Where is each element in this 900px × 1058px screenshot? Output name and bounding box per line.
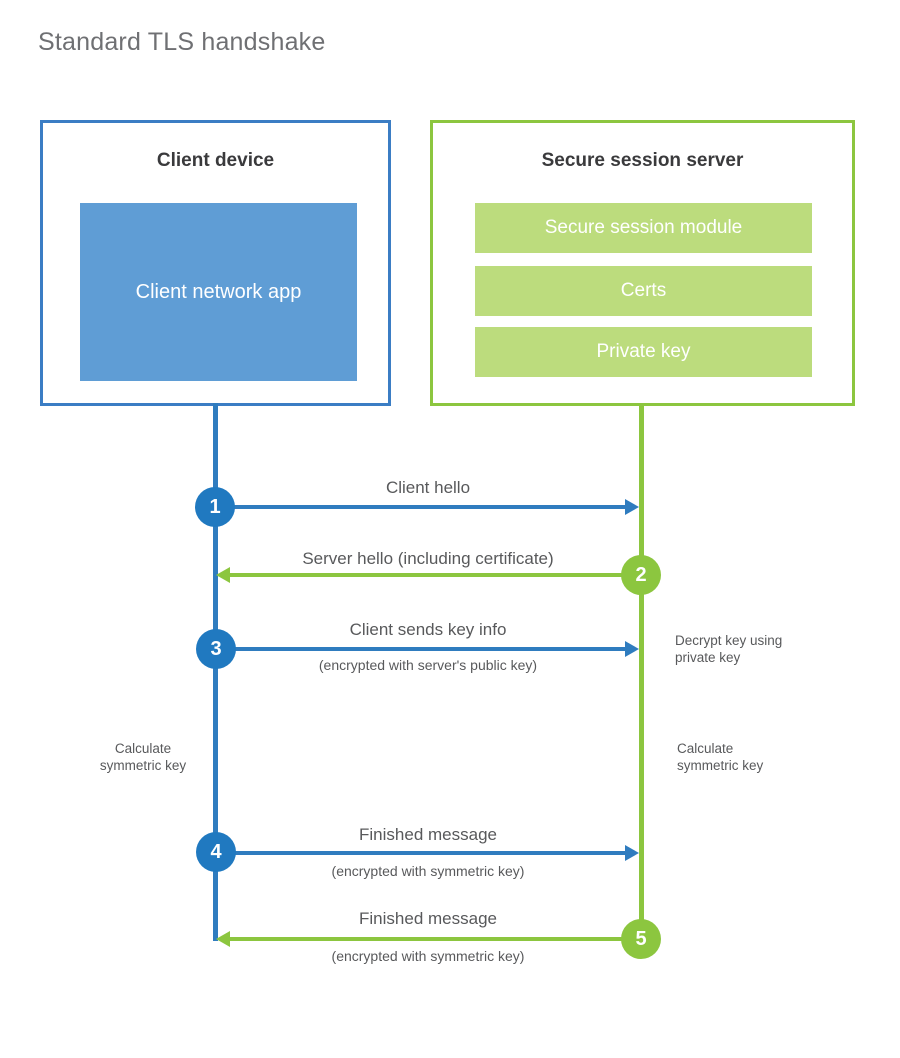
step-3-sublabel: (encrypted with server's public key) xyxy=(318,657,538,673)
step-4-arrow xyxy=(216,845,639,861)
step-2-arrow-shaft xyxy=(229,573,641,577)
step-4-badge: 4 xyxy=(196,832,236,872)
step-1-badge: 1 xyxy=(195,487,235,527)
step-5-arrow-shaft xyxy=(229,937,641,941)
step-2-label: Server hello (including certificate) xyxy=(302,549,554,568)
step-4-sublabel: (encrypted with symmetric key) xyxy=(331,863,525,879)
step-3-badge: 3 xyxy=(196,629,236,669)
step-3-arrow-head xyxy=(625,641,639,657)
step-1-arrow xyxy=(216,499,639,515)
step-1-arrow-shaft xyxy=(216,505,626,509)
step-1-arrow-head xyxy=(625,499,639,515)
step-2-badge: 2 xyxy=(621,555,661,595)
step-1-label: Client hello xyxy=(385,478,471,497)
step-2-arrow-head xyxy=(216,567,230,583)
step-4-arrow-head xyxy=(625,845,639,861)
client-device-title: Client device xyxy=(156,150,275,171)
step-5-sublabel: (encrypted with symmetric key) xyxy=(331,948,525,964)
step-5-arrow xyxy=(216,931,641,947)
step-2-arrow xyxy=(216,567,641,583)
secure-session-server-title: Secure session server xyxy=(541,150,744,171)
step-3-arrow xyxy=(216,641,639,657)
server-lifeline xyxy=(639,403,644,941)
step-5-badge: 5 xyxy=(621,919,661,959)
note-client-calculate-symmetric-key: Calculate symmetric key xyxy=(99,741,187,773)
secure-session-server-box: Secure session server Secure session mod… xyxy=(430,120,855,406)
server-block-private-key: Private key xyxy=(475,327,812,377)
client-network-app-block: Client network app xyxy=(80,203,357,381)
note-server-calculate-symmetric-key: Calculate symmetric key xyxy=(677,741,764,773)
step-5-label: Finished message xyxy=(359,909,497,928)
step-4-label: Finished message xyxy=(359,825,497,844)
page-title: Standard TLS handshake xyxy=(38,28,326,56)
step-4-arrow-shaft xyxy=(216,851,626,855)
server-block-secure-session-module: Secure session module xyxy=(475,203,812,253)
step-3-arrow-shaft xyxy=(216,647,626,651)
client-device-box: Client device Client network app xyxy=(40,120,391,406)
client-lifeline xyxy=(213,403,218,941)
step-3-label: Client sends key info xyxy=(349,620,507,639)
note-decrypt-key: Decrypt key using private key xyxy=(675,633,783,665)
server-block-certs: Certs xyxy=(475,266,812,316)
step-5-arrow-head xyxy=(216,931,230,947)
